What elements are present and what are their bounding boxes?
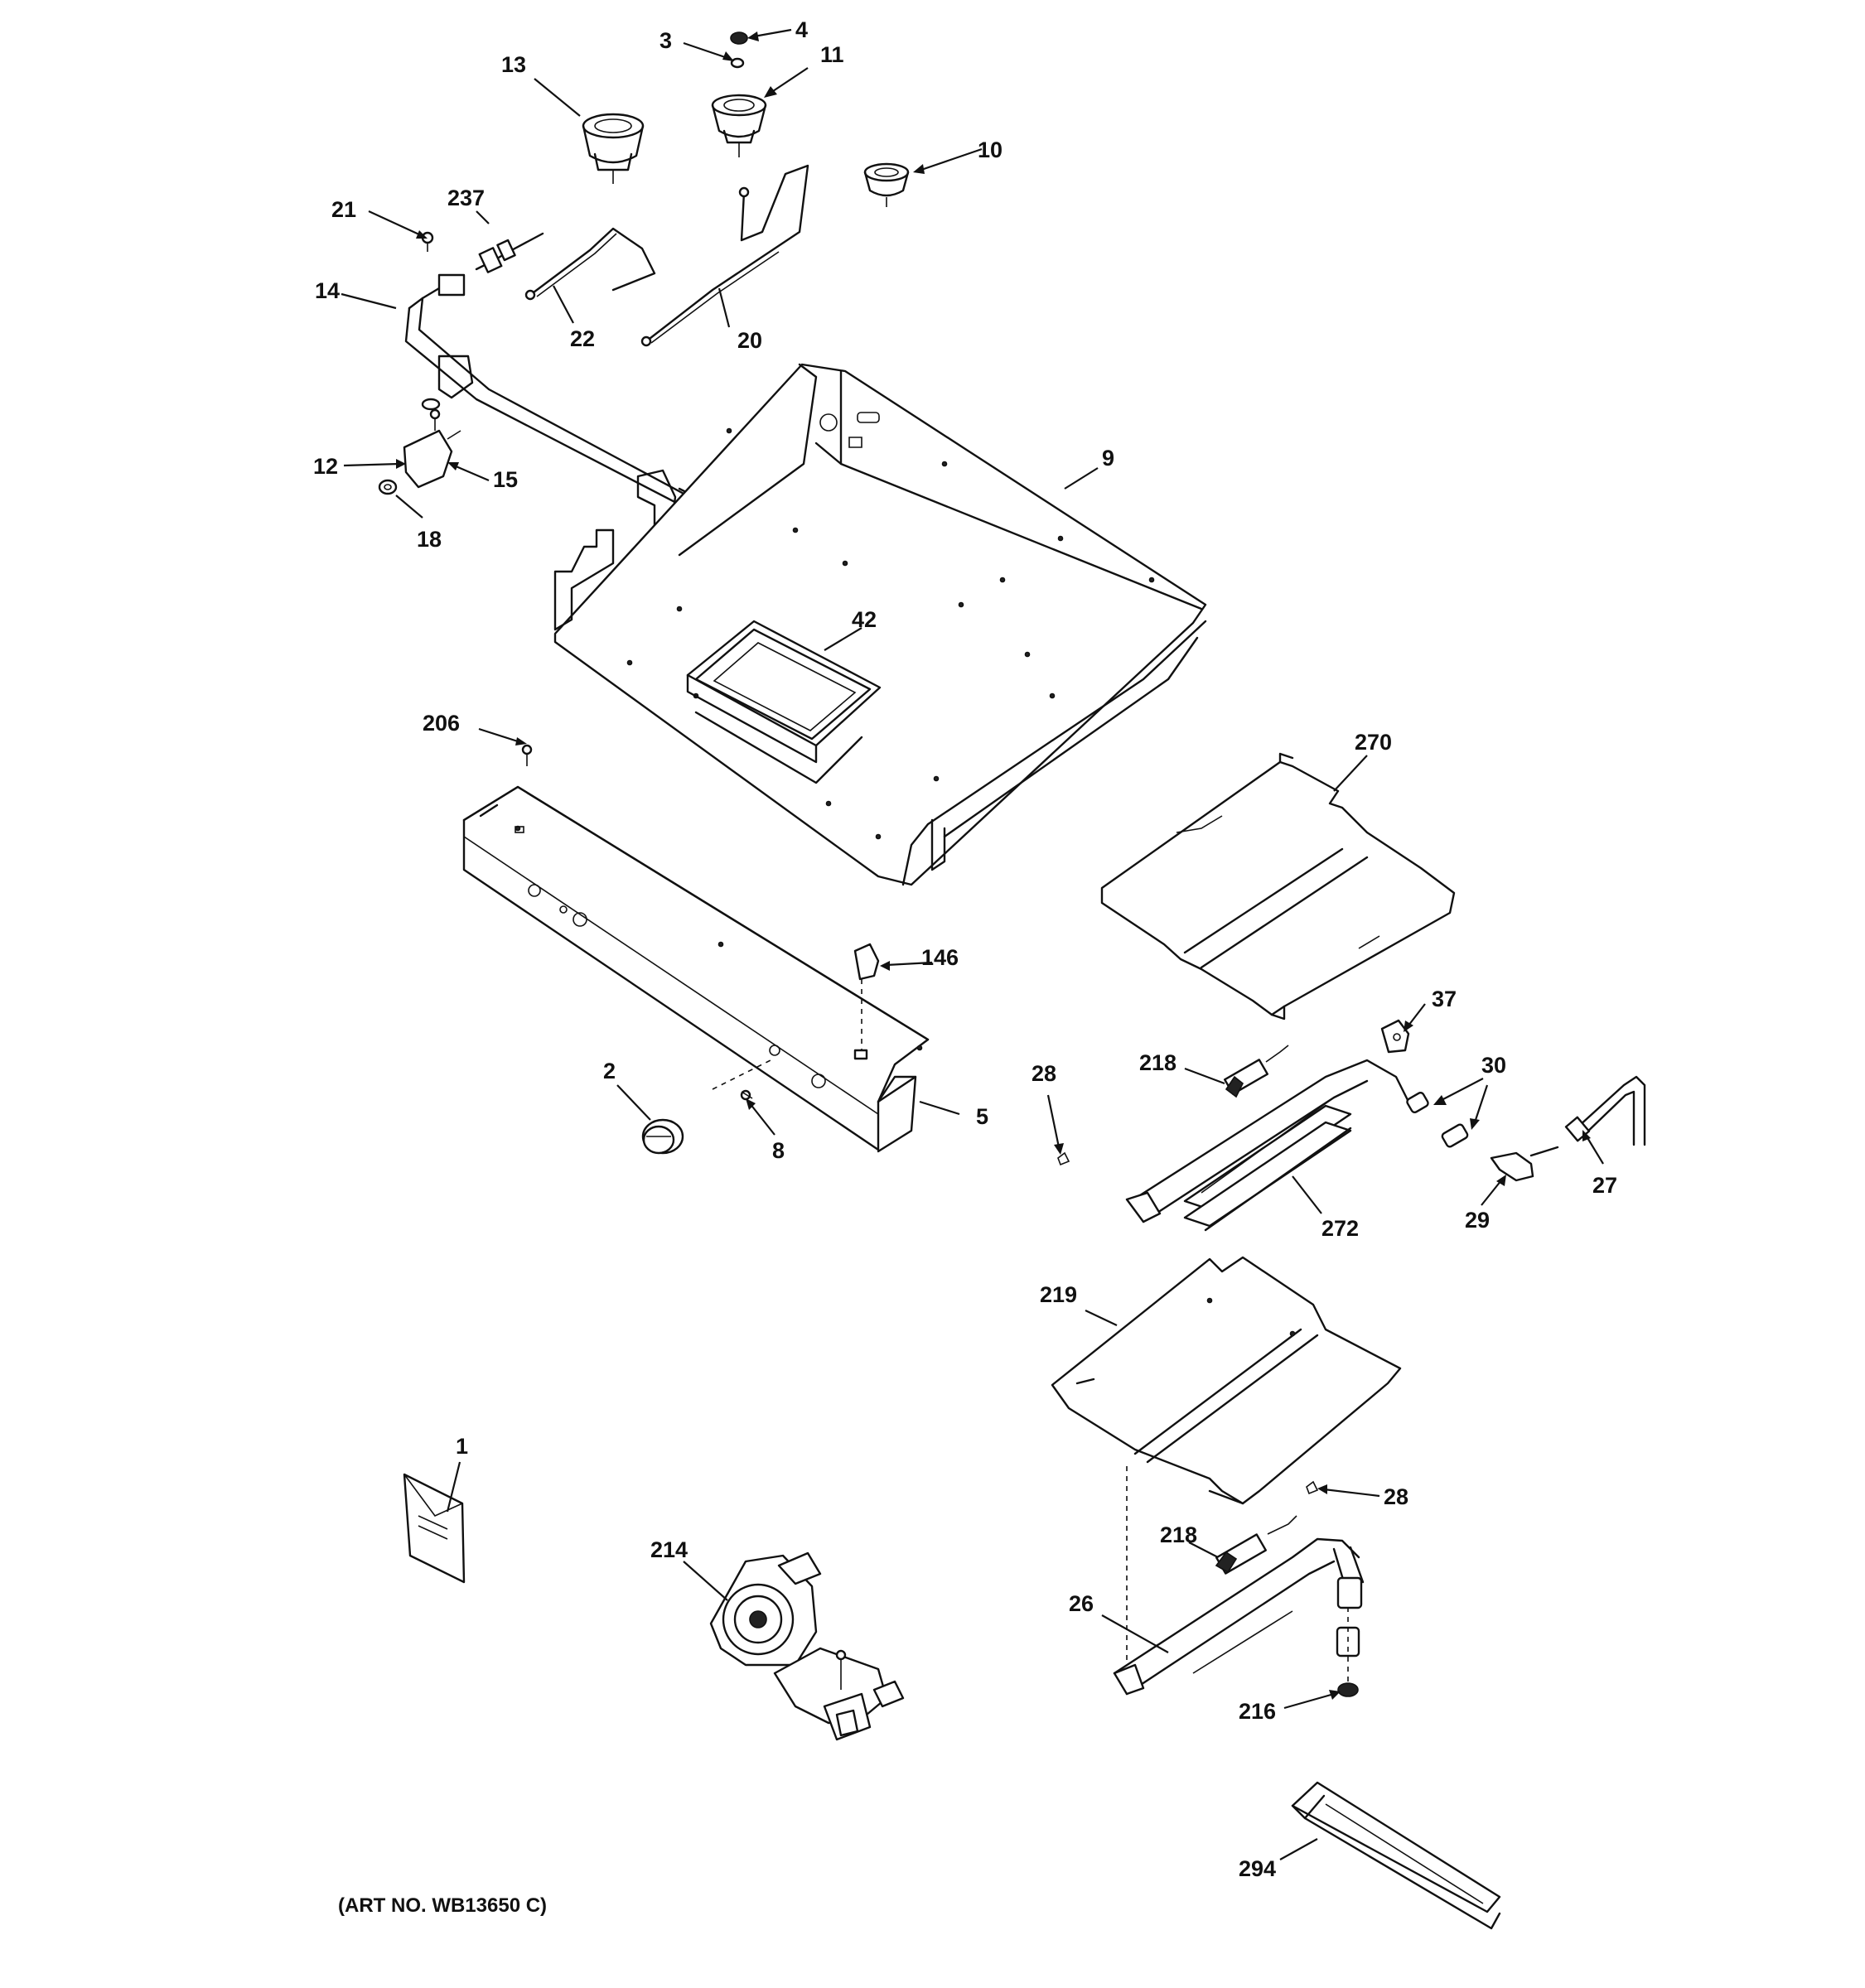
callout-30: 30 xyxy=(1481,1053,1506,1078)
valve-15 xyxy=(403,408,461,489)
clip-146 xyxy=(853,943,880,1060)
callout-11: 11 xyxy=(820,42,844,67)
burner-head-13 xyxy=(582,113,645,184)
callout-272: 272 xyxy=(1321,1216,1359,1241)
broil-shield-270 xyxy=(1100,752,1456,1021)
callout-20: 20 xyxy=(737,328,762,353)
clip-28-upper xyxy=(1057,1151,1070,1166)
clip-28-lower xyxy=(1306,1480,1319,1495)
gas-regulator-214 xyxy=(709,1551,905,1741)
callout-29: 29 xyxy=(1465,1208,1490,1233)
tube-27 xyxy=(1564,1075,1646,1146)
callout-5: 5 xyxy=(976,1104,988,1129)
callout-294: 294 xyxy=(1239,1856,1276,1881)
callout-37: 37 xyxy=(1432,987,1457,1011)
orifice-3 xyxy=(730,57,745,69)
control-knob-2 xyxy=(641,1118,684,1155)
screw-8 xyxy=(712,1059,771,1101)
callout-218-lower: 218 xyxy=(1160,1522,1197,1547)
callout-leaders xyxy=(341,28,1604,1860)
elbow-29 xyxy=(1490,1146,1559,1182)
callout-27: 27 xyxy=(1592,1173,1617,1198)
burner-head-11 xyxy=(711,94,767,157)
callout-214: 214 xyxy=(650,1537,688,1562)
callout-4: 4 xyxy=(795,17,808,42)
callout-28-upper: 28 xyxy=(1032,1061,1056,1086)
nut-18 xyxy=(378,479,398,495)
callout-146: 146 xyxy=(921,945,959,970)
burner-base-pan-9 xyxy=(553,363,1207,886)
callout-216: 216 xyxy=(1239,1699,1276,1724)
igniter-218-upper xyxy=(1224,1045,1289,1098)
callout-3: 3 xyxy=(660,28,672,53)
callout-218-upper: 218 xyxy=(1139,1050,1176,1075)
shield-294 xyxy=(1291,1781,1501,1930)
gas-tube-22 xyxy=(524,227,656,301)
manifold-panel-5 xyxy=(462,785,930,1153)
callout-22: 22 xyxy=(570,326,595,351)
callout-21: 21 xyxy=(331,197,356,222)
callout-15: 15 xyxy=(493,467,518,492)
igniter-218-lower xyxy=(1215,1515,1297,1575)
burner-head-10 xyxy=(863,162,910,207)
literature-envelope-1 xyxy=(403,1473,466,1584)
callout-28-lower: 28 xyxy=(1384,1484,1408,1509)
bracket-37 xyxy=(1380,1019,1410,1054)
callout-9: 9 xyxy=(1102,446,1114,470)
callout-10: 10 xyxy=(978,138,1003,162)
callout-13: 13 xyxy=(501,52,526,77)
callout-labels: 3 4 11 13 10 21 237 14 22 20 9 12 15 18 … xyxy=(313,17,1617,1917)
callout-42: 42 xyxy=(852,607,877,632)
fitting-30 xyxy=(1406,1091,1469,1148)
callout-26: 26 xyxy=(1069,1591,1094,1616)
callout-12: 12 xyxy=(313,454,338,479)
broil-burner-272 xyxy=(1125,1059,1410,1232)
broil-shield-219 xyxy=(1051,1256,1402,1505)
oven-burner-26 xyxy=(1113,1466,1365,1696)
screw-206 xyxy=(521,744,533,766)
callout-270: 270 xyxy=(1355,730,1392,755)
callout-2: 2 xyxy=(603,1059,616,1083)
cap-4 xyxy=(730,31,748,45)
art-number: (ART NO. WB13650 C) xyxy=(338,1894,547,1917)
access-cover-42 xyxy=(686,620,882,784)
callout-1: 1 xyxy=(456,1434,468,1459)
orifice-fitting-216 xyxy=(1336,1607,1360,1697)
callout-237: 237 xyxy=(447,186,485,210)
callout-8: 8 xyxy=(772,1138,785,1163)
gas-tube-20 xyxy=(640,164,809,347)
callout-14: 14 xyxy=(315,278,340,303)
fitting-237 xyxy=(475,232,544,273)
callout-206: 206 xyxy=(423,711,460,736)
washer-part xyxy=(421,398,441,411)
callout-18: 18 xyxy=(417,527,442,552)
callout-219: 219 xyxy=(1040,1282,1077,1307)
